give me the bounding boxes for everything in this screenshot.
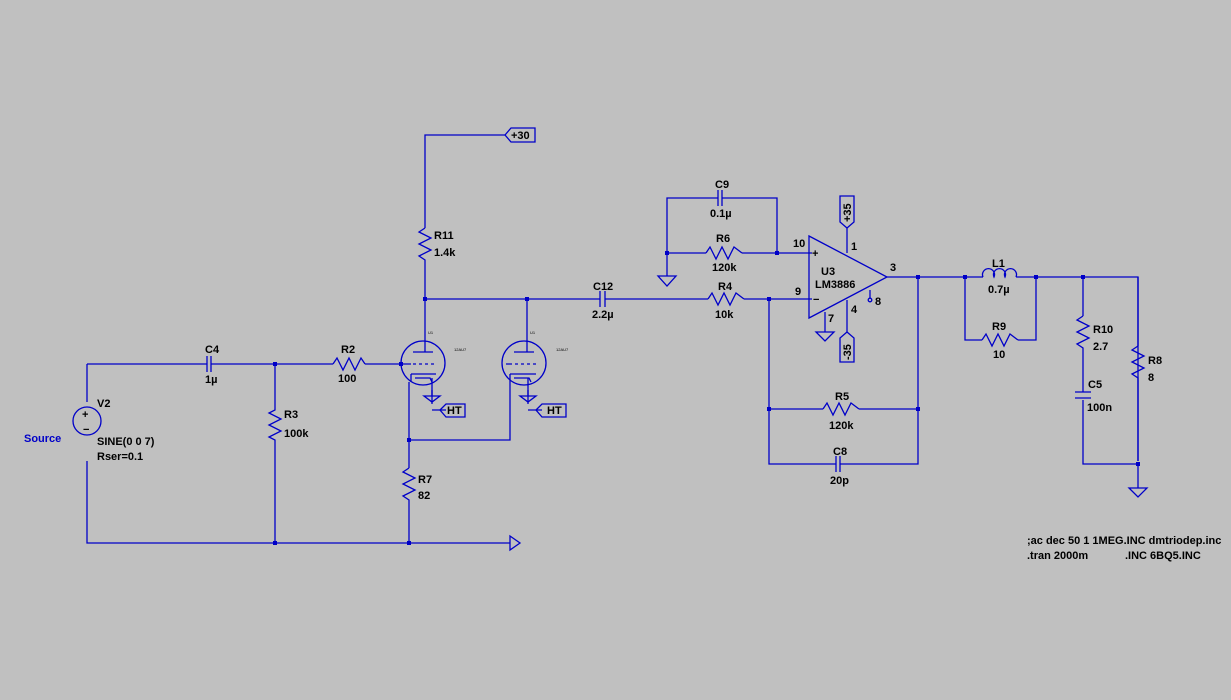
r7-value: 82 xyxy=(418,490,430,502)
u1b-ref: U1 xyxy=(530,330,536,335)
u3-pin3: 3 xyxy=(890,262,896,274)
resistor-r10[interactable]: R10 2.7 xyxy=(1075,315,1113,353)
l1-value: 0.7µ xyxy=(988,284,1010,296)
u3-pin7: 7 xyxy=(828,313,834,325)
ground-symbol-opamp xyxy=(814,331,836,342)
net-flag-ht-1[interactable]: HT xyxy=(439,403,466,418)
supply-flag-plus35[interactable]: +35 xyxy=(839,195,855,229)
u3-pin1: 1 xyxy=(851,241,857,253)
r5-value: 120k xyxy=(829,420,854,432)
l1-ref: L1 xyxy=(992,258,1005,270)
capacitor-c9[interactable]: C9 0.1µ xyxy=(710,179,732,220)
ground-symbol-feedback xyxy=(656,275,678,287)
svg-text:+: + xyxy=(82,409,88,421)
capacitor-c4[interactable]: C4 1µ xyxy=(200,344,220,386)
r3-value: 100k xyxy=(284,428,309,440)
r4-value: 10k xyxy=(715,309,734,321)
resistor-r9[interactable]: R9 10 xyxy=(981,321,1019,361)
ht2-label: HT xyxy=(547,405,562,417)
wires xyxy=(86,134,1139,544)
u3-pin10: 10 xyxy=(793,238,805,250)
c8-value: 20p xyxy=(830,475,849,487)
r11-value: 1.4k xyxy=(434,247,456,259)
r8-ref: R8 xyxy=(1148,355,1162,367)
capacitor-c5[interactable]: C5 100n xyxy=(1075,379,1112,414)
directive-tran: .tran 2000m xyxy=(1027,550,1088,562)
r7-ref: R7 xyxy=(418,474,432,486)
ground-symbol-heater-b xyxy=(518,390,538,403)
resistor-r6[interactable]: R6 120k xyxy=(705,233,743,274)
u1b-model: 12AU7 xyxy=(556,347,569,352)
r8-value: 8 xyxy=(1148,372,1154,384)
v2-value: SINE(0 0 7) xyxy=(97,436,155,448)
plus30-label: +30 xyxy=(511,130,530,142)
ground-symbol-heater-a xyxy=(422,390,442,403)
ht1-label: HT xyxy=(447,405,462,417)
ground-symbol-output xyxy=(1127,487,1149,498)
c12-ref: C12 xyxy=(593,281,613,293)
minus35-label: -35 xyxy=(842,344,854,360)
resistor-r8[interactable]: R8 8 xyxy=(1130,277,1162,461)
supply-flag-minus35[interactable]: -35 xyxy=(839,331,855,363)
plus35-label: +35 xyxy=(842,203,854,222)
v2-ref: V2 xyxy=(97,398,110,410)
r10-value: 2.7 xyxy=(1093,341,1108,353)
svg-text:−: − xyxy=(83,424,89,436)
r2-value: 100 xyxy=(338,373,356,385)
resistor-r3[interactable]: R3 100k xyxy=(267,400,309,446)
voltage-source-v2[interactable]: + − V2 SINE(0 0 7) Rser=0.1 xyxy=(72,398,155,463)
c5-ref: C5 xyxy=(1088,379,1102,391)
resistor-r7[interactable]: R7 82 xyxy=(401,467,432,505)
u3-pin8: 8 xyxy=(875,296,881,308)
u3-minus-sign: − xyxy=(813,294,819,306)
supply-flag-plus30[interactable]: +30 xyxy=(504,127,536,143)
resistor-r2[interactable]: R2 100 xyxy=(332,344,366,385)
c9-ref: C9 xyxy=(715,179,729,191)
c5-value: 100n xyxy=(1087,402,1112,414)
u3-pin9: 9 xyxy=(795,286,801,298)
resistor-r4[interactable]: R4 10k xyxy=(707,281,745,321)
triode-u1b[interactable]: U1 12AU7 xyxy=(501,330,569,386)
u3-ref: U3 xyxy=(821,266,835,278)
r9-ref: R9 xyxy=(992,321,1006,333)
net-flag-ht-2[interactable]: HT xyxy=(535,403,567,418)
r6-ref: R6 xyxy=(716,233,730,245)
opamp-u3[interactable]: + − U3 LM3886 10 9 1 3 4 7 8 xyxy=(793,234,896,325)
c9-value: 0.1µ xyxy=(710,208,732,220)
r3-ref: R3 xyxy=(284,409,298,421)
r11-ref: R11 xyxy=(434,230,454,242)
triode-u1a[interactable]: U1 12AU7 xyxy=(400,330,467,386)
resistor-r11[interactable]: R11 1.4k xyxy=(417,227,456,264)
r9-value: 10 xyxy=(993,349,1005,361)
capacitor-c12[interactable]: C12 2.2µ xyxy=(592,281,614,321)
junctions xyxy=(273,251,1140,545)
r6-value: 120k xyxy=(712,262,737,274)
directive-inc: .INC 6BQ5.INC xyxy=(1125,550,1201,562)
capacitor-c8[interactable]: C8 20p xyxy=(830,446,849,487)
c12-value: 2.2µ xyxy=(592,309,614,321)
u1a-model: 12AU7 xyxy=(454,347,467,352)
source-net-label[interactable]: Source xyxy=(24,433,61,445)
c8-ref: C8 xyxy=(833,446,847,458)
c4-ref: C4 xyxy=(205,344,220,356)
u3-pin4: 4 xyxy=(851,304,858,316)
r2-ref: R2 xyxy=(341,344,355,356)
u3-plus-sign: + xyxy=(812,248,818,260)
c4-value: 1µ xyxy=(205,374,217,386)
inductor-l1[interactable]: L1 0.7µ xyxy=(980,258,1020,296)
resistor-r5[interactable]: R5 120k xyxy=(822,391,860,432)
u1a-ref: U1 xyxy=(428,330,434,335)
directive-ac: ;ac dec 50 1 1MEG.INC dmtriodep.inc xyxy=(1027,535,1221,547)
u3-value: LM3886 xyxy=(815,279,855,291)
v2-rser: Rser=0.1 xyxy=(97,451,143,463)
r5-ref: R5 xyxy=(835,391,849,403)
spice-directives[interactable]: ;ac dec 50 1 1MEG.INC dmtriodep.inc .tra… xyxy=(1027,535,1221,562)
r10-ref: R10 xyxy=(1093,324,1113,336)
ground-arrow-main xyxy=(509,534,522,552)
r4-ref: R4 xyxy=(718,281,733,293)
